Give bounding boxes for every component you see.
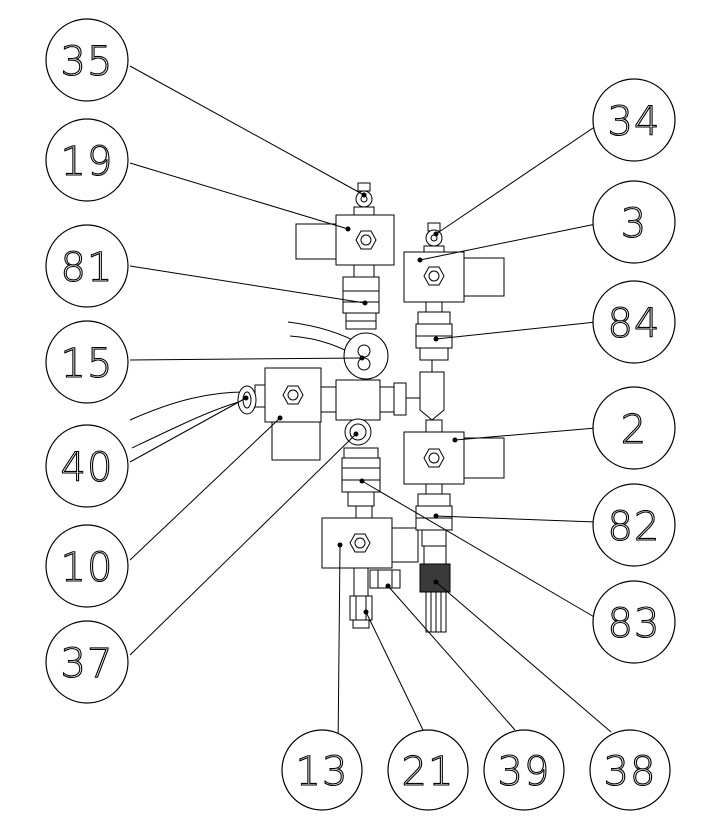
callout-40: 40 xyxy=(45,424,129,508)
part-82-fitting xyxy=(415,493,453,547)
callout-label-39: 39 xyxy=(498,749,551,795)
leader-35 xyxy=(129,65,365,196)
callout-label-3: 3 xyxy=(621,201,647,247)
callout-label-37: 37 xyxy=(61,641,114,687)
leader-19 xyxy=(129,162,349,230)
callout-13: 13 xyxy=(281,729,363,811)
callout-label-83: 83 xyxy=(608,601,661,647)
part-10-solenoid-valve xyxy=(254,367,322,461)
callout-21: 21 xyxy=(387,729,469,811)
callout-label-34: 34 xyxy=(608,99,661,145)
callout-38: 38 xyxy=(589,729,671,811)
callout-83: 83 xyxy=(592,580,676,664)
part-83-fitting xyxy=(341,447,381,507)
leader-82 xyxy=(435,515,597,523)
part-40-hose xyxy=(129,385,257,449)
leader-lines xyxy=(129,65,612,753)
part-21-connector xyxy=(349,595,373,629)
leader-15 xyxy=(129,357,363,361)
part-39-elbow xyxy=(369,569,401,589)
callout-label-21: 21 xyxy=(402,749,455,795)
part-13-solenoid-valve xyxy=(321,505,419,597)
callout-39: 39 xyxy=(483,729,565,811)
callout-10: 10 xyxy=(45,524,129,608)
leader-83 xyxy=(361,480,597,619)
part-84-fitting xyxy=(415,311,453,361)
center-manifold xyxy=(317,360,445,421)
callout-34: 34 xyxy=(592,78,676,162)
part-81-fitting xyxy=(342,276,380,330)
callout-19: 19 xyxy=(45,118,129,202)
part-3-solenoid-valve xyxy=(403,251,505,313)
callout-2: 2 xyxy=(592,386,676,470)
leader-81 xyxy=(129,265,366,304)
leader-37 xyxy=(129,433,357,656)
callout-35: 35 xyxy=(45,18,129,102)
callout-label-40: 40 xyxy=(61,445,114,491)
leader-39 xyxy=(387,585,516,731)
part-35-eyelet xyxy=(353,182,375,216)
leader-38 xyxy=(435,581,612,733)
callout-81: 81 xyxy=(45,224,129,308)
callout-label-84: 84 xyxy=(608,301,661,347)
callout-label-35: 35 xyxy=(61,39,114,85)
leader-3 xyxy=(419,223,597,261)
callout-label-15: 15 xyxy=(61,341,114,387)
callout-label-13: 13 xyxy=(296,749,349,795)
part-34-eyelet xyxy=(423,222,445,253)
leader-2 xyxy=(454,427,597,441)
part-19-solenoid-valve xyxy=(295,214,395,278)
leader-13 xyxy=(337,544,341,753)
leader-84 xyxy=(435,321,597,340)
callout-37: 37 xyxy=(45,620,129,704)
callout-label-2: 2 xyxy=(621,407,647,453)
callout-label-19: 19 xyxy=(61,139,114,185)
leader-34 xyxy=(435,125,597,235)
callout-label-82: 82 xyxy=(608,504,661,550)
valve-assembly xyxy=(129,182,505,633)
leader-10 xyxy=(129,417,281,561)
part-38-filter xyxy=(419,545,451,633)
callout-82: 82 xyxy=(592,483,676,567)
leader-21 xyxy=(365,611,424,731)
part-2-solenoid-valve xyxy=(403,419,505,495)
callout-label-81: 81 xyxy=(61,245,114,291)
callout-label-38: 38 xyxy=(604,749,657,795)
callout-15: 15 xyxy=(45,320,129,404)
callout-3: 3 xyxy=(592,180,676,264)
leader-40a xyxy=(129,397,247,463)
callout-label-10: 10 xyxy=(61,545,114,591)
callout-84: 84 xyxy=(592,280,676,364)
